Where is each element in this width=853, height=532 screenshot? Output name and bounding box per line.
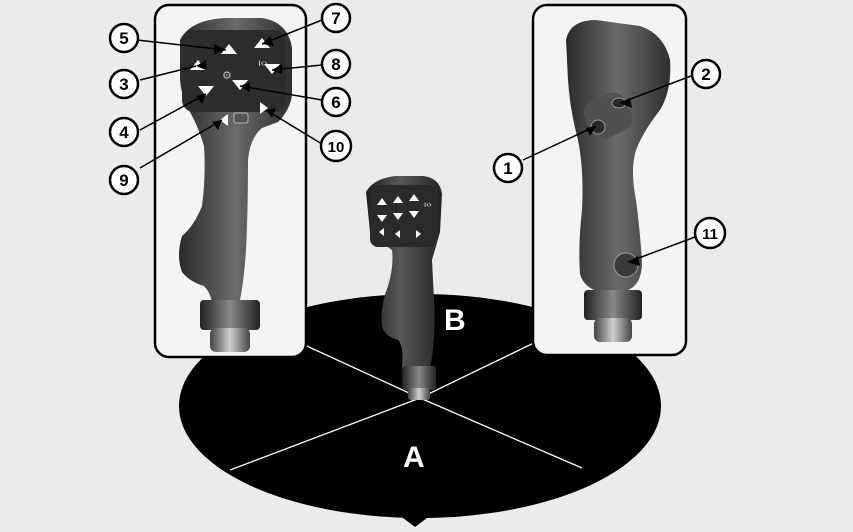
callout-6: 6 [320,86,352,118]
svg-text:4: 4 [119,123,129,142]
sector-line [284,335,421,399]
svg-text:3: 3 [119,75,128,94]
svg-text:10: 10 [328,139,345,156]
left-shaft [210,328,250,352]
right-panel [531,3,688,357]
callout-2: 2 [690,58,722,90]
leader-arrowheads [196,36,640,266]
center-keypad-arrows [377,194,421,238]
callout-7: 7 [320,2,352,34]
svg-text:9: 9 [119,171,128,190]
right-handle [566,20,671,292]
callout-5: 5 [108,22,140,54]
svg-text:1: 1 [503,159,512,178]
leader-lines [136,19,696,263]
left-panel: ı‹› ⚙ [153,3,308,359]
sector-line [419,339,541,399]
svg-text:2: 2 [701,65,710,84]
callout-11: 11 [693,216,727,250]
left-gear-icon: ⚙ [222,70,232,82]
zone-label-a: A [403,441,425,474]
svg-text:11: 11 [702,226,718,243]
left-keypad-symbol: ı‹› [258,58,267,69]
sector-line [229,397,421,471]
svg-text:6: 6 [331,93,340,112]
callout-9: 9 [108,164,140,196]
zone-label-b: B [444,304,466,337]
left-nut [200,300,260,330]
center-keypad-symbol: ı‹› [424,200,432,209]
right-nut [584,290,642,320]
right-shaft [594,318,632,342]
svg-text:5: 5 [119,29,128,48]
callout-1: 1 [492,152,524,184]
svg-text:7: 7 [331,9,340,28]
callout-4: 4 [108,116,140,148]
right-rotary-button-icon [613,252,639,278]
callout-3: 3 [108,68,140,100]
callout-8: 8 [320,48,352,80]
svg-text:8: 8 [331,55,340,74]
callout-10: 10 [319,129,353,163]
left-seat-icon [233,112,249,124]
center-nut [402,366,436,390]
center-joystick: ı‹› [366,176,442,400]
center-keypad [370,185,436,247]
center-shaft [408,388,430,400]
sector-line [419,397,583,469]
